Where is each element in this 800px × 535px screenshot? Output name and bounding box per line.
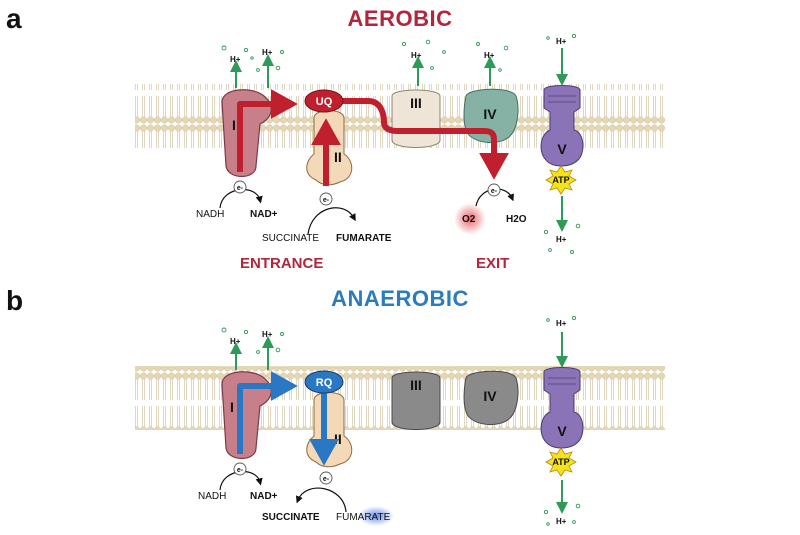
atp-star [545,447,577,477]
proton-label: H+ [556,235,567,244]
water-label: H2O [506,214,527,225]
proton-label: H+ [556,517,567,526]
fumarate-label: FUMARATE [336,512,391,523]
ubiquinone-oval [304,89,344,113]
complex-4-shape-inactive [463,370,519,425]
atp-star [545,165,577,195]
proton-label: H+ [556,319,567,328]
succinate-label: SUCCINATE [262,233,319,244]
proton-bubbles [221,315,581,526]
complex-1-label: I [230,399,234,415]
nad-label: NAD+ [250,491,278,502]
nadh-label: NADH [198,491,226,502]
panel-title-anaerobic: ANAEROBIC [331,286,469,311]
electron-circle [487,183,501,197]
electron-circle [233,180,247,194]
quinone-label: UQ [316,96,333,108]
proton-label: H+ [262,48,273,57]
electron-flow-arrow-complex-1 [237,371,298,454]
atp-label: ATP [552,175,569,185]
panel-anaerobic: b ANAEROBIC H+ H+ H+ H+ I II III IV [6,285,665,526]
proton-label: H+ [411,51,422,60]
electron-circle [319,192,333,206]
electron-label: e- [323,197,330,204]
nad-label: NAD+ [250,209,278,220]
atp-label: ATP [552,457,569,467]
entrance-label: ENTRANCE [240,255,323,272]
complex-3-label: III [410,95,422,111]
electron-label: e- [237,467,244,474]
fumarate-label: FUMARATE [336,233,392,244]
nadh-label: NADH [196,209,224,220]
complex-5-atp-synthase [540,367,584,449]
complex-2-label: II [334,149,342,165]
complex-4-label: IV [483,106,497,122]
proton-label: H+ [230,55,241,64]
proton-bubbles [221,33,581,254]
complex-5-label: V [557,423,567,439]
proton-label: H+ [556,37,567,46]
complex-4-label: IV [483,388,497,404]
quinone-label: RQ [316,377,333,389]
electron-circle [319,471,333,485]
panel-title-aerobic: AEROBIC [348,6,453,31]
proton-label: H+ [230,337,241,346]
proton-label: H+ [484,51,495,60]
succinate-label: SUCCINATE [262,512,320,523]
complex-5-label: V [557,141,567,157]
complex-2-label: II [334,431,342,447]
proton-pumping-arrows: H+ H+ H+ H+ H+ H+ [221,33,581,254]
complex-1-shape [221,89,272,178]
electron-label: e- [323,476,330,483]
complex-5-atp-synthase [540,85,584,167]
succinate-reaction-arrow [307,207,356,235]
complex-3-label: III [410,377,422,393]
proton-pumping-arrows: H+ H+ H+ H+ [221,315,581,526]
proton-label: H+ [262,330,273,339]
fumarate-reaction-arrow [296,487,347,513]
oxygen-glow [454,203,486,235]
panel-aerobic: a AEROBIC H+ H+ H+ H+ H+ H+ I [6,3,665,272]
complex-1-label: I [232,117,236,133]
fumarate-glow [358,506,394,526]
complex-1-shape [221,371,272,460]
electron-circle [233,462,247,476]
electron-flow-arrow-complex-1 [237,89,298,172]
panel-letter-a: a [6,3,22,34]
electron-label: e- [491,188,498,195]
oxygen-label: O2 [462,214,476,225]
panel-letter-b: b [6,285,23,316]
exit-label: EXIT [476,255,509,272]
complex-3-shape-inactive [391,371,441,430]
rhodoquinone-oval [304,370,344,394]
electron-label: e- [237,185,244,192]
electron-flow-arrow-exit [342,98,509,180]
